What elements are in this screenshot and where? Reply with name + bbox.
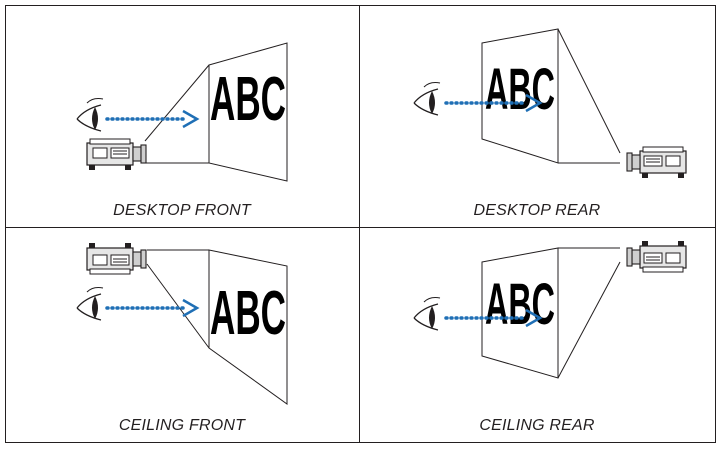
projector-icon — [626, 146, 687, 178]
projector-icon — [86, 138, 147, 170]
screen-icon — [481, 247, 559, 379]
panel-desktop-front: ABC DESKTOP FRONT — [5, 5, 359, 227]
eye-icon — [76, 97, 104, 132]
grid-divider-vertical — [359, 5, 360, 443]
screen-icon — [208, 42, 288, 182]
screen-text: ABC — [210, 279, 286, 348]
dotted-arrow-icon — [105, 109, 200, 129]
screen-text: ABC — [485, 272, 555, 337]
eye-icon — [413, 81, 441, 116]
screen-icon — [481, 28, 559, 164]
panel-desktop-rear: ABC DESKTOP REAR — [360, 5, 714, 227]
caption-ceiling-front: CEILING FRONT — [118, 417, 246, 434]
dotted-arrow-icon — [444, 308, 543, 328]
screen-icon — [208, 249, 288, 405]
eye-icon — [413, 296, 441, 331]
caption-ceiling-rear: CEILING REAR — [479, 417, 595, 434]
projector-icon — [626, 241, 687, 273]
screen-text: ABC — [210, 65, 286, 134]
desktop-front-illustration: ABC — [76, 42, 288, 182]
dotted-arrow-icon — [105, 298, 200, 318]
screen-text: ABC — [485, 57, 555, 122]
panel-ceiling-rear: ABC CEILING REAR — [360, 228, 714, 450]
caption-desktop-rear: DESKTOP REAR — [473, 202, 601, 219]
diagram-grid — [5, 5, 716, 443]
ceiling-rear-illustration: ABC — [413, 241, 687, 379]
grid-divider-horizontal — [5, 227, 716, 228]
desktop-rear-illustration: ABC — [413, 28, 687, 178]
projector-icon — [86, 243, 147, 275]
panel-ceiling-front: ABC CEILING FRONT — [5, 228, 359, 450]
dotted-arrow-icon — [444, 93, 543, 113]
ceiling-front-illustration: ABC — [76, 243, 288, 405]
eye-icon — [76, 286, 104, 321]
caption-desktop-front: DESKTOP FRONT — [113, 202, 251, 219]
